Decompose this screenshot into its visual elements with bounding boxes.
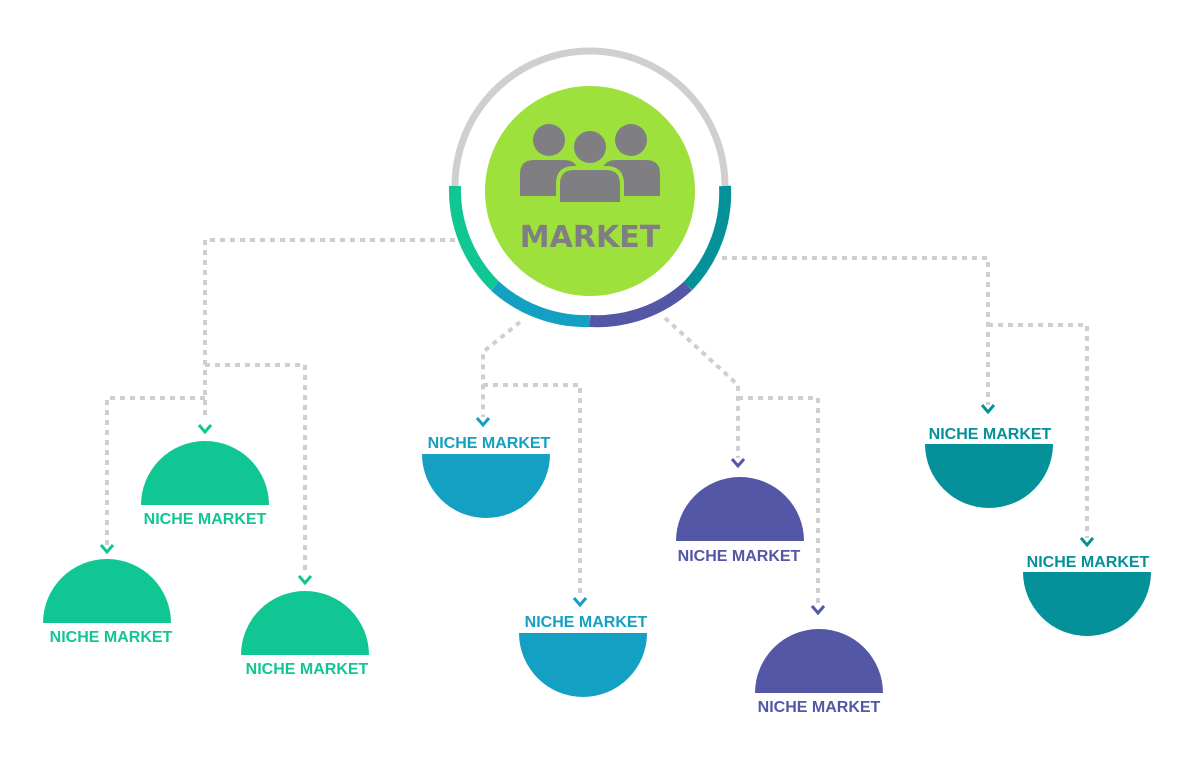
connector-centerleft-trunk [481, 320, 522, 417]
niche-node-blue-1: NICHE MARKET [422, 435, 551, 518]
niche-node-green-3: NICHE MARKET [241, 591, 369, 678]
arrowhead [810, 605, 826, 616]
connector-centerright-trunk [663, 316, 740, 458]
niche-dome [241, 591, 369, 655]
niche-label: NICHE MARKET [428, 435, 551, 452]
arrowhead [99, 544, 115, 555]
niche-bowl [1023, 572, 1151, 636]
niche-label: NICHE MARKET [50, 629, 173, 646]
arrowhead [297, 575, 313, 586]
niche-node-blue-2: NICHE MARKET [519, 614, 648, 697]
niche-label: NICHE MARKET [525, 614, 648, 631]
ring-gray-arc [451, 47, 729, 187]
niche-node-teal-2: NICHE MARKET [1023, 554, 1151, 636]
niche-node-purple-1: NICHE MARKET [676, 477, 804, 565]
connector-left-outer [105, 396, 205, 545]
niche-bowl [422, 454, 550, 518]
niche-label: NICHE MARKET [758, 699, 881, 716]
arrowhead [572, 597, 588, 608]
niche-node-purple-2: NICHE MARKET [755, 629, 883, 716]
connectors [105, 238, 1089, 605]
niche-dome [43, 559, 171, 623]
arrowhead [197, 424, 213, 435]
niche-dome [676, 477, 804, 541]
market-hub: MARKET [448, 47, 732, 328]
niche-dome [141, 441, 269, 505]
market-title: MARKET [520, 220, 661, 255]
arrowhead [1079, 537, 1095, 548]
connector-right-trunk [722, 256, 990, 405]
arrowhead [475, 417, 491, 428]
arrowheads [99, 404, 1095, 616]
niche-label: NICHE MARKET [678, 548, 801, 565]
niche-bowl [925, 444, 1053, 508]
niche-node-teal-1: NICHE MARKET [925, 426, 1053, 508]
niche-dome [755, 629, 883, 693]
arrowhead [980, 404, 996, 415]
ring-purple-arc [589, 281, 693, 328]
connector-right-down [988, 323, 1089, 538]
niche-label: NICHE MARKET [246, 661, 369, 678]
connector-centerright-down [738, 396, 820, 605]
ring-green-arc [448, 185, 500, 291]
ring-blue-arc [490, 281, 591, 328]
niche-label: NICHE MARKET [1027, 554, 1150, 571]
people-group-icon [520, 124, 660, 206]
connector-left-inner [205, 363, 307, 575]
niche-label: NICHE MARKET [929, 426, 1052, 443]
niche-node-green-2: NICHE MARKET [43, 559, 173, 646]
niche-node-green-1: NICHE MARKET [141, 441, 269, 528]
niche-bowl [519, 633, 647, 697]
connector-centerleft-down [483, 383, 582, 598]
niche-label: NICHE MARKET [144, 511, 267, 528]
connector-left-trunk [203, 238, 455, 420]
ring-teal-arc [683, 185, 732, 291]
arrowhead [730, 458, 746, 469]
